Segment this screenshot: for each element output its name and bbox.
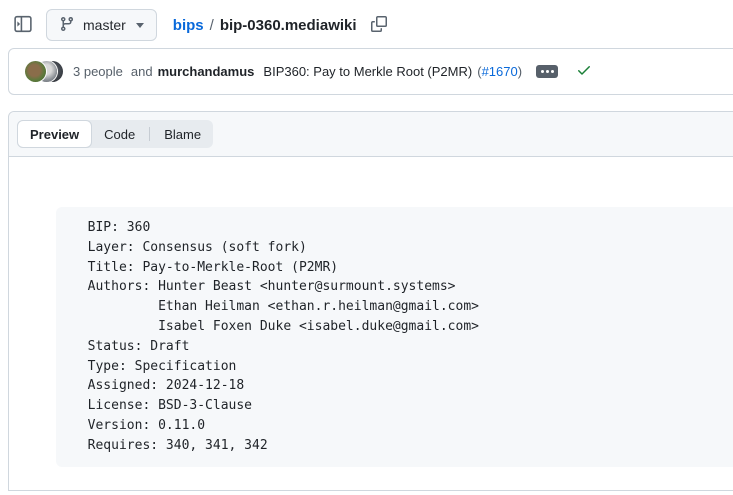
tab-preview[interactable]: Preview	[17, 120, 93, 148]
sidebar-expand-icon	[14, 15, 32, 36]
file-name: bip-0360.mediawiki	[219, 16, 357, 34]
avatar[interactable]	[25, 60, 46, 82]
commit-description-button[interactable]	[536, 65, 559, 78]
commit-conjunction: and	[130, 64, 153, 79]
commit-message-link[interactable]: BIP360: Pay to Merkle Root (P2MR)	[263, 64, 473, 79]
bip-preamble-block: BIP: 360 Layer: Consensus (soft fork) Ti…	[56, 207, 733, 467]
sidebar-toggle-button[interactable]	[10, 11, 36, 40]
repo-link[interactable]: bips	[172, 16, 204, 34]
commit-summary: 3 people and murchandamus BIP360: Pay to…	[73, 64, 522, 79]
file-header-bar: master bips / bip-0360.mediawiki	[0, 0, 733, 48]
copy-icon	[370, 15, 387, 35]
chevron-down-icon	[135, 22, 144, 28]
ellipsis-icon	[540, 70, 554, 73]
pr-open-paren: (	[477, 64, 482, 79]
breadcrumb-separator: /	[209, 16, 214, 34]
tab-divider	[149, 127, 151, 141]
commit-authors-link[interactable]: 3 people	[73, 64, 123, 79]
tab-code[interactable]: Code	[92, 120, 147, 148]
view-mode-tabs: Preview Code Blame	[17, 120, 214, 148]
checks-status-button[interactable]	[572, 58, 596, 85]
copy-path-button[interactable]	[367, 12, 391, 39]
breadcrumb: bips / bip-0360.mediawiki	[173, 12, 391, 39]
file-view-panel: Preview Code Blame BIP: 360 Layer: Conse…	[8, 111, 733, 491]
tab-blame[interactable]: Blame	[152, 120, 213, 148]
check-icon	[576, 62, 592, 81]
branch-selector-button[interactable]: master	[46, 9, 157, 41]
commit-author-name[interactable]: murchandamus	[157, 64, 255, 79]
pr-link[interactable]: #1670	[481, 64, 518, 79]
branch-label: master	[83, 17, 126, 33]
pr-reference: (#1670)	[477, 64, 522, 79]
pr-close-paren: )	[517, 64, 523, 79]
rendered-file-body: BIP: 360 Layer: Consensus (soft fork) Ti…	[9, 157, 733, 467]
avatar-stack	[25, 60, 63, 83]
file-view-header: Preview Code Blame	[9, 112, 733, 157]
latest-commit-box: 3 people and murchandamus BIP360: Pay to…	[8, 48, 733, 95]
git-branch-icon	[59, 16, 75, 35]
